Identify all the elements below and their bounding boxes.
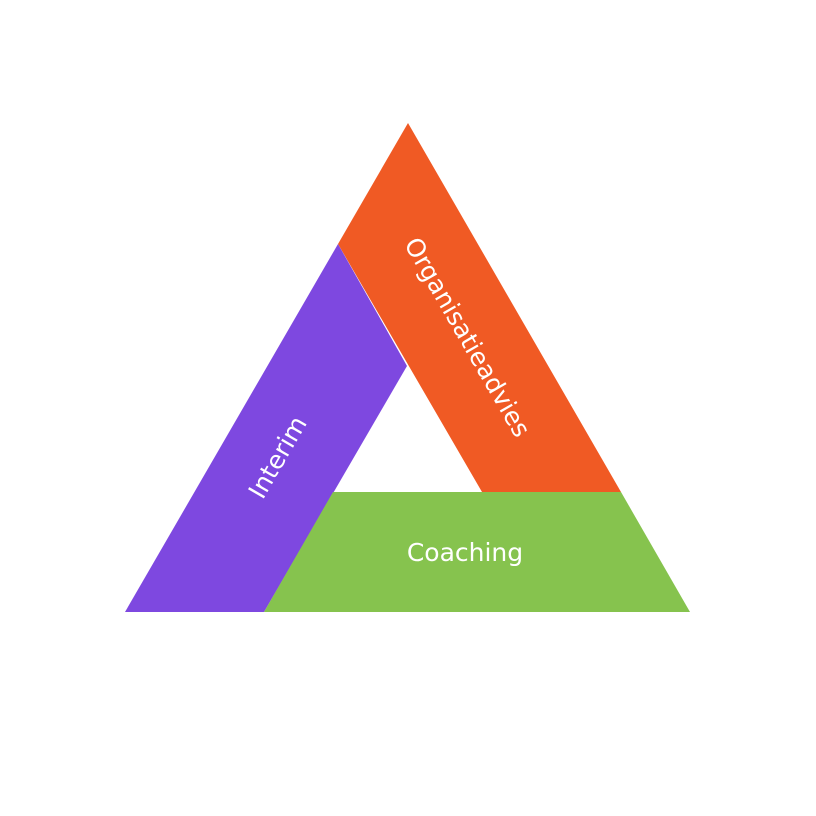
segment-organisatieadvies bbox=[338, 123, 621, 492]
label-coaching: Coaching bbox=[407, 538, 523, 567]
segment-coaching bbox=[264, 492, 690, 612]
segment-interim bbox=[125, 244, 407, 612]
